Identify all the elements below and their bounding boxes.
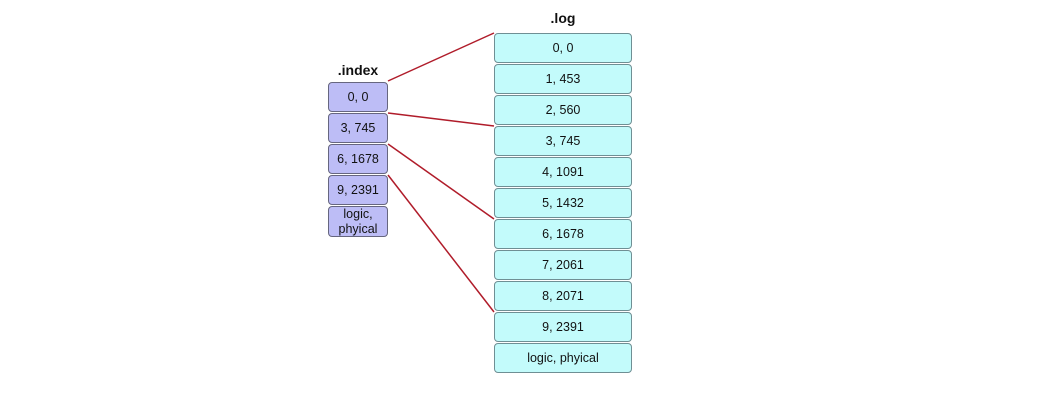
log-entry: 6, 1678	[494, 219, 632, 249]
index-entry: 6, 1678	[328, 144, 388, 174]
link-line-1	[387, 112, 495, 127]
link-line-2	[387, 143, 495, 220]
log-title: .log	[550, 10, 576, 26]
log-entry: 7, 2061	[494, 250, 632, 280]
index-entry: 3, 745	[328, 113, 388, 143]
index-entry: 0, 0	[328, 82, 388, 112]
index-entry: logic, phyical	[328, 206, 388, 237]
log-entry: 3, 745	[494, 126, 632, 156]
index-column: 0, 0 3, 745 6, 1678 9, 2391 logic, phyic…	[328, 82, 388, 237]
index-entry: 9, 2391	[328, 175, 388, 205]
link-line-0	[387, 32, 495, 82]
log-column: 0, 0 1, 453 2, 560 3, 745 4, 1091 5, 143…	[494, 33, 632, 373]
log-entry: logic, phyical	[494, 343, 632, 373]
log-entry: 8, 2071	[494, 281, 632, 311]
log-entry: 1, 453	[494, 64, 632, 94]
log-entry: 9, 2391	[494, 312, 632, 342]
log-entry: 4, 1091	[494, 157, 632, 187]
log-entry: 5, 1432	[494, 188, 632, 218]
link-line-3	[387, 174, 495, 313]
log-entry: 0, 0	[494, 33, 632, 63]
log-entry: 2, 560	[494, 95, 632, 125]
index-title: .index	[337, 62, 379, 78]
